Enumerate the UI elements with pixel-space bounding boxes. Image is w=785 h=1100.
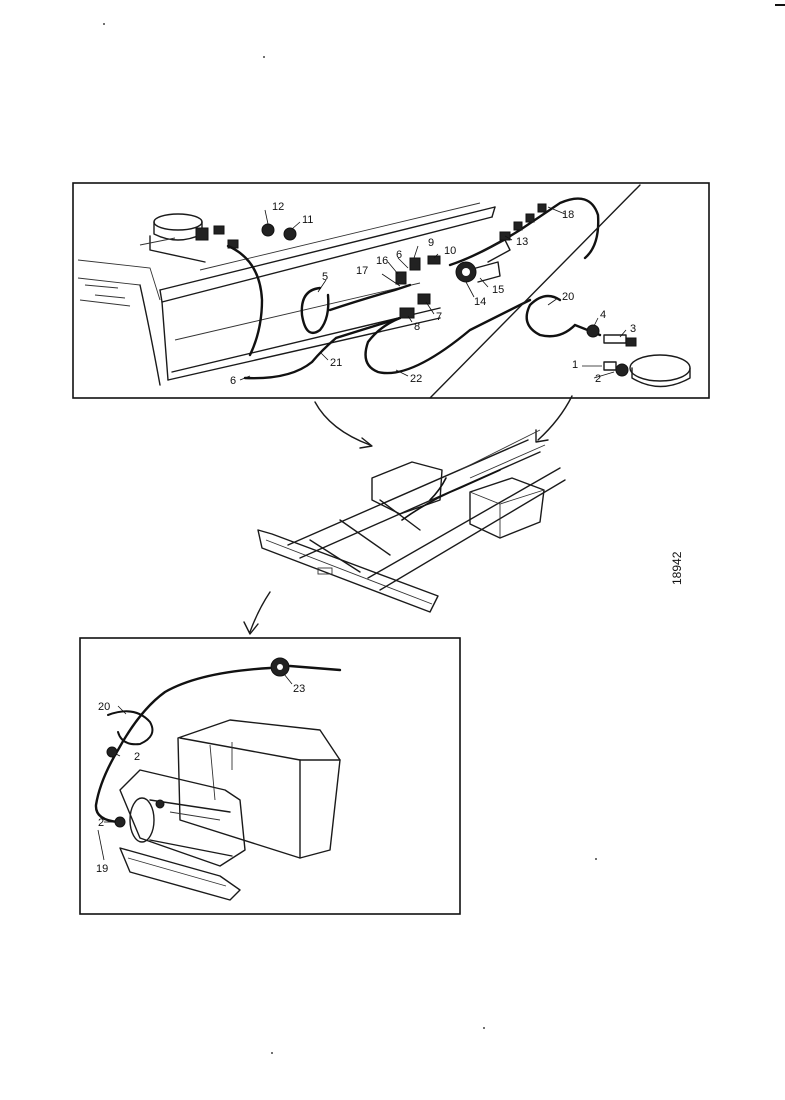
callout-6-lower: 6 xyxy=(230,375,236,387)
clip-2-icon xyxy=(615,363,629,377)
callout-12: 12 xyxy=(272,201,284,213)
callout-20-lower: 20 xyxy=(98,701,110,713)
nipple-10-icon xyxy=(427,255,441,265)
clip-8-icon xyxy=(399,307,415,319)
housing-block xyxy=(177,719,341,859)
callout-10: 10 xyxy=(444,245,456,257)
callout-16: 16 xyxy=(376,255,388,267)
battery-box xyxy=(469,477,545,539)
page-specks xyxy=(103,4,785,1054)
callout-23: 23 xyxy=(293,683,305,695)
callout-5: 5 xyxy=(322,271,328,283)
reservoir-pump-icon xyxy=(195,227,209,241)
callout-15: 15 xyxy=(492,284,504,296)
bottom-panel-frame xyxy=(79,637,461,915)
callout-13: 13 xyxy=(516,236,528,248)
callout-2-upper: 2 xyxy=(595,373,601,385)
callout-20-upper: 20 xyxy=(562,291,574,303)
grommet-12-icon xyxy=(261,223,275,237)
vehicle-body-outline xyxy=(77,259,161,386)
headlamp-icon xyxy=(629,354,691,382)
callout-14: 14 xyxy=(474,296,486,308)
top-detail-panel: 12 11 18 9 10 16 6 17 13 5 14 15 20 8 7 … xyxy=(72,182,710,399)
connector-7-icon xyxy=(417,293,431,305)
front-bumper xyxy=(257,529,439,613)
panel-cut-line xyxy=(429,184,641,399)
nozzle-1-icon xyxy=(603,361,617,371)
callout-21: 21 xyxy=(330,357,342,369)
callout-7: 7 xyxy=(436,311,442,323)
callout-2-middle: 2 xyxy=(134,751,140,763)
bottom-detail-panel: 23 20 2 2 19 xyxy=(79,637,461,915)
lamp-unit xyxy=(119,769,246,867)
callout-6-upper: 6 xyxy=(396,249,402,261)
callout-1: 1 xyxy=(572,359,578,371)
callout-4: 4 xyxy=(600,309,606,321)
grommet-11-icon xyxy=(283,227,297,241)
callout-9: 9 xyxy=(428,237,434,249)
nozzle-4-icon xyxy=(586,324,600,338)
callout-18: 18 xyxy=(562,209,574,221)
hose-routing-top xyxy=(226,197,602,380)
callout-2-lower: 2 xyxy=(98,817,104,829)
callout-17: 17 xyxy=(356,265,368,277)
callout-labels-top: 12 11 18 9 10 16 6 17 13 5 14 15 20 8 7 … xyxy=(230,201,636,387)
jet-3-icon xyxy=(603,334,627,344)
callout-11: 11 xyxy=(302,214,313,226)
pointer-arrows-top xyxy=(314,395,573,449)
figure-number: 18942 xyxy=(670,551,684,585)
connector-cluster xyxy=(395,203,547,319)
pointer-arrow-bottom xyxy=(243,591,271,635)
clip-2-lower-icon xyxy=(114,816,126,828)
valve-9-icon xyxy=(409,257,421,271)
callout-22: 22 xyxy=(410,373,422,385)
engine-block xyxy=(371,461,443,515)
mounting-bracket xyxy=(119,847,241,901)
washer-reservoir xyxy=(149,213,239,263)
chassis-beam xyxy=(139,202,496,381)
top-panel-frame xyxy=(72,182,710,399)
clip-2-upper-icon xyxy=(106,746,118,758)
washer-nozzle-assembly xyxy=(586,324,691,388)
chassis-overview xyxy=(257,429,566,613)
callout-19: 19 xyxy=(96,863,108,875)
callout-8: 8 xyxy=(414,321,420,333)
leader-lines-top xyxy=(239,206,627,381)
callout-3: 3 xyxy=(630,323,636,335)
